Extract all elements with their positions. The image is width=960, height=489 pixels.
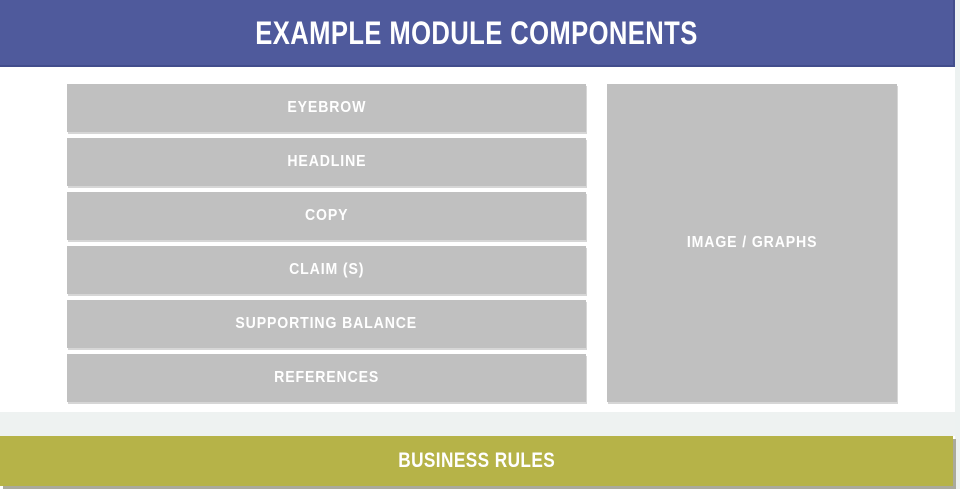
title-banner: EXAMPLE MODULE COMPONENTS	[0, 0, 955, 67]
component-box-references: REFERENCES	[67, 354, 586, 402]
component-box-eyebrow: EYEBROW	[67, 84, 586, 132]
component-label-headline: HEADLINE	[286, 153, 367, 170]
component-label-claims: CLAIM (S)	[288, 261, 365, 278]
component-label-copy: COPY	[304, 207, 349, 224]
component-box-copy: COPY	[67, 192, 586, 240]
component-box-claims: CLAIM (S)	[67, 246, 586, 294]
component-label-supporting-balance: SUPPORTING BALANCE	[235, 315, 418, 332]
component-box-supporting-balance: SUPPORTING BALANCE	[67, 300, 586, 348]
media-panel: IMAGE / GRAPHS	[607, 84, 897, 402]
page-title: EXAMPLE MODULE COMPONENTS	[255, 15, 698, 51]
business-rules-label: BUSINESS RULES	[398, 449, 555, 472]
component-label-references: REFERENCES	[273, 369, 380, 386]
component-box-headline: HEADLINE	[67, 138, 586, 186]
lower-strip	[0, 412, 955, 436]
component-label-eyebrow: EYEBROW	[287, 99, 366, 116]
business-rules-bar: BUSINESS RULES	[0, 436, 953, 486]
media-panel-label: IMAGE / GRAPHS	[686, 234, 818, 251]
page-gutter	[955, 0, 960, 489]
